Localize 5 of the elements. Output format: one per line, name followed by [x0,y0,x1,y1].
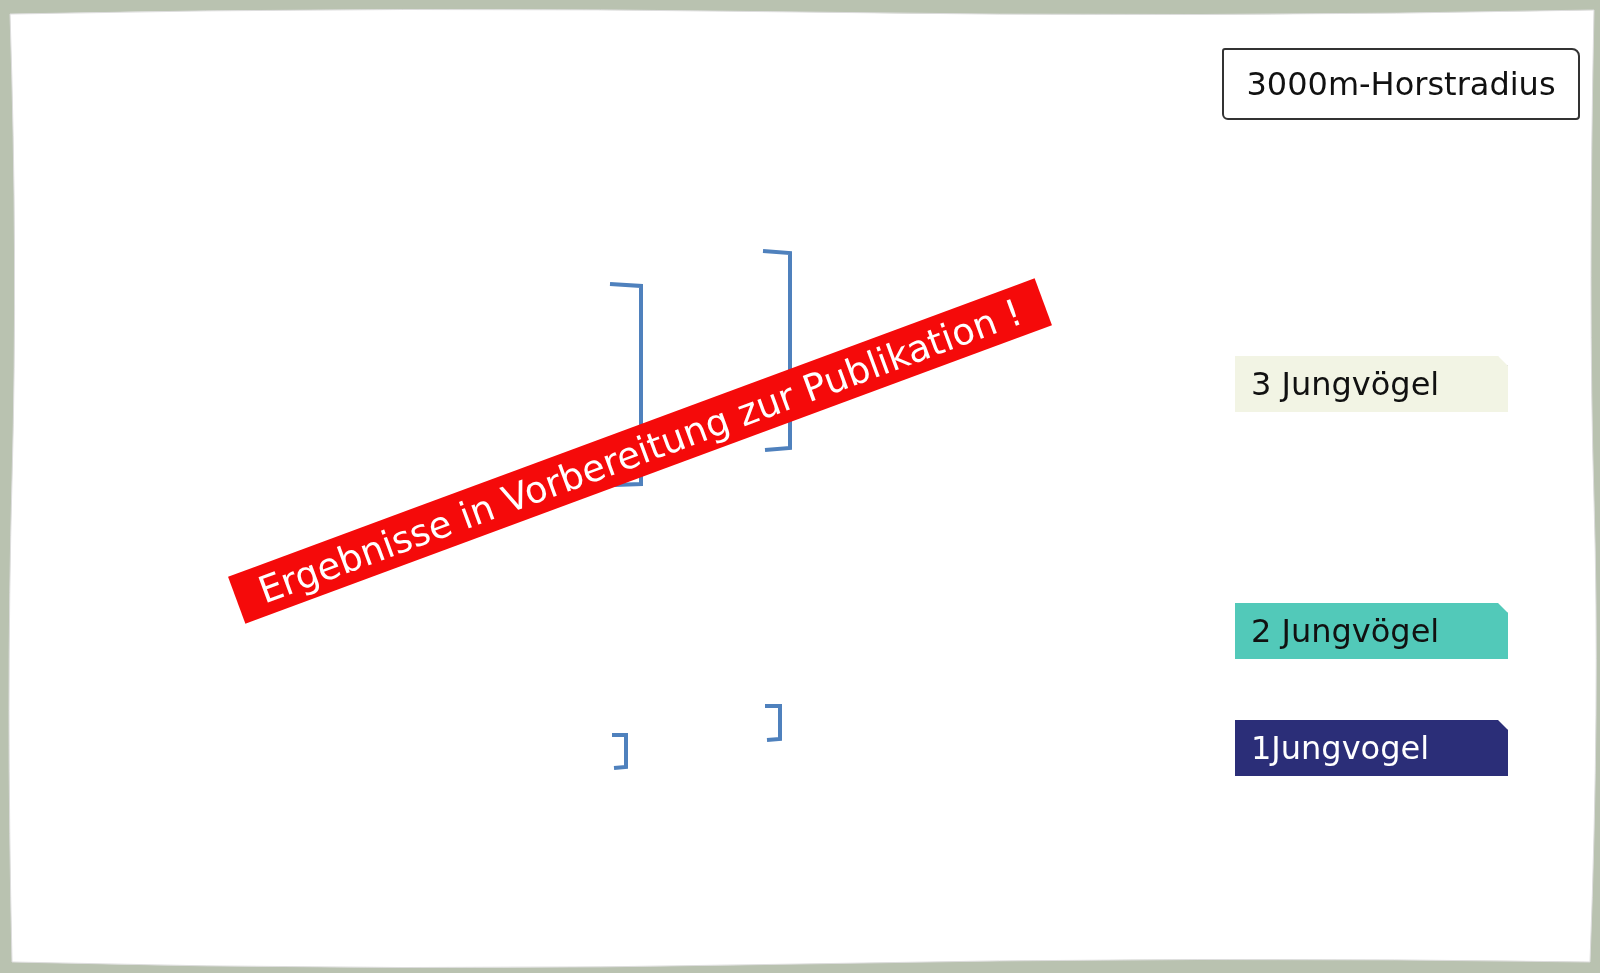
label-box [1222,48,1580,120]
legend-label: 1Jungvogel [1251,729,1430,767]
radius-label: 3000m-Horstradius [1246,65,1556,103]
legend-label: 3 Jungvögel [1251,365,1440,403]
legend-label: 2 Jungvögel [1251,612,1440,650]
